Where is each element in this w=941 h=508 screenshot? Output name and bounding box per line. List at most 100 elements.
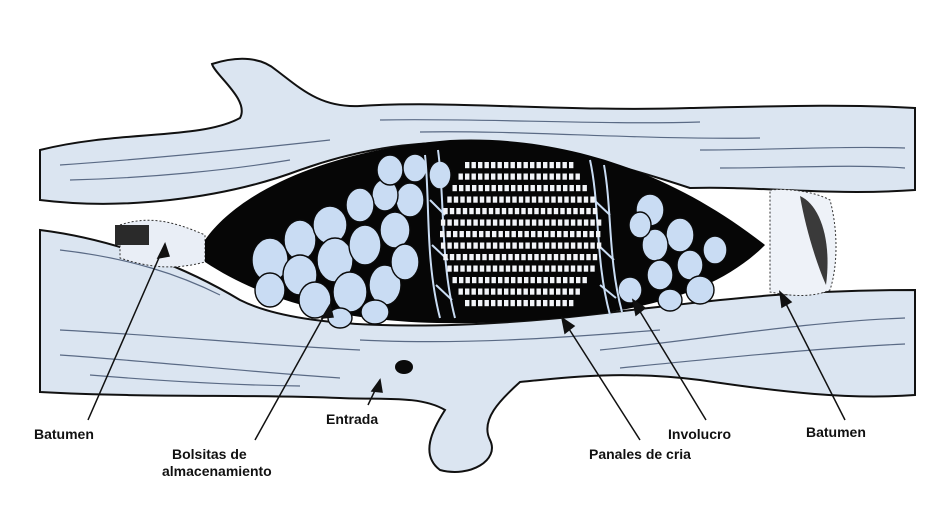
brood-cell bbox=[519, 266, 523, 272]
brood-cell bbox=[519, 197, 523, 203]
brood-cell bbox=[584, 220, 588, 226]
brood-cell bbox=[453, 277, 457, 283]
brood-cell bbox=[485, 277, 489, 283]
brood-cell bbox=[463, 208, 467, 214]
brood-cell bbox=[583, 277, 587, 283]
brood-cell bbox=[543, 289, 547, 295]
brood-cell bbox=[480, 197, 484, 203]
brood-cell bbox=[498, 185, 502, 191]
brood-cell bbox=[590, 197, 594, 203]
brood-cell bbox=[478, 162, 482, 168]
brood-cell bbox=[511, 289, 515, 295]
brood-cell bbox=[550, 300, 554, 306]
brood-cell bbox=[532, 220, 536, 226]
brood-cell bbox=[528, 208, 532, 214]
storage-pot bbox=[349, 225, 381, 265]
brood-cell bbox=[469, 208, 473, 214]
brood-cell bbox=[569, 162, 573, 168]
brood-cell bbox=[502, 254, 506, 260]
brood-cell bbox=[524, 300, 528, 306]
brood-cell bbox=[486, 243, 490, 249]
storage-pot bbox=[618, 277, 642, 303]
brood-cell bbox=[573, 208, 577, 214]
brood-cell bbox=[538, 220, 542, 226]
brood-cell bbox=[508, 254, 512, 260]
brood-cell bbox=[519, 220, 523, 226]
brood-cell bbox=[530, 174, 534, 180]
brood-cell bbox=[517, 300, 521, 306]
storage-pot bbox=[629, 212, 651, 238]
brood-cell bbox=[590, 231, 594, 237]
brood-cell bbox=[564, 266, 568, 272]
brood-cell bbox=[524, 174, 528, 180]
brood-cell bbox=[551, 266, 555, 272]
brood-cell bbox=[492, 277, 496, 283]
brood-cell bbox=[550, 185, 554, 191]
brood-cell bbox=[583, 185, 587, 191]
brood-cell bbox=[476, 254, 480, 260]
label-entrada: Entrada bbox=[326, 411, 378, 428]
brood-cell bbox=[463, 254, 467, 260]
brood-cell bbox=[486, 266, 490, 272]
brood-cell bbox=[563, 185, 567, 191]
brood-cell bbox=[459, 174, 463, 180]
brood-cell bbox=[498, 277, 502, 283]
brood-cell bbox=[491, 289, 495, 295]
brood-cell bbox=[554, 208, 558, 214]
brood-cell bbox=[597, 243, 601, 249]
storage-pot bbox=[361, 300, 389, 324]
brood-cell bbox=[454, 243, 458, 249]
brood-cell bbox=[577, 266, 581, 272]
brood-cell bbox=[544, 231, 548, 237]
brood-cell bbox=[537, 162, 541, 168]
storage-pot bbox=[377, 155, 403, 185]
brood-cell bbox=[563, 162, 567, 168]
brood-cell bbox=[517, 289, 521, 295]
brood-cell bbox=[580, 208, 584, 214]
brood-cell bbox=[537, 174, 541, 180]
brood-cell bbox=[518, 231, 522, 237]
brood-cell bbox=[530, 289, 534, 295]
brood-cell bbox=[550, 162, 554, 168]
brood-cell bbox=[472, 277, 476, 283]
brood-cell bbox=[545, 220, 549, 226]
brood-cell bbox=[571, 243, 575, 249]
brood-cell bbox=[492, 231, 496, 237]
brood-cell bbox=[472, 289, 476, 295]
brood-cell bbox=[492, 185, 496, 191]
brood-cell bbox=[465, 289, 469, 295]
brood-cell bbox=[515, 208, 519, 214]
brood-cell bbox=[450, 208, 454, 214]
brood-cell bbox=[504, 300, 508, 306]
brood-cell bbox=[460, 220, 464, 226]
brood-cell bbox=[495, 254, 499, 260]
brood-cell bbox=[545, 243, 549, 249]
storage-pot bbox=[403, 154, 427, 182]
brood-cell bbox=[482, 208, 486, 214]
brood-cell bbox=[472, 300, 476, 306]
brood-cell bbox=[577, 197, 581, 203]
label-bolsitas-line2: almacenamiento bbox=[162, 463, 272, 480]
brood-cell bbox=[443, 254, 447, 260]
brood-cell bbox=[518, 185, 522, 191]
brood-cell bbox=[491, 300, 495, 306]
brood-cell bbox=[447, 220, 451, 226]
brood-cell bbox=[543, 300, 547, 306]
brood-cell bbox=[505, 185, 509, 191]
storage-pot bbox=[703, 236, 727, 264]
storage-pot bbox=[647, 260, 673, 290]
brood-cell bbox=[467, 266, 471, 272]
brood-cell bbox=[460, 243, 464, 249]
brood-cell bbox=[576, 185, 580, 191]
brood-cell bbox=[511, 300, 515, 306]
brood-cell bbox=[554, 254, 558, 260]
brood-cell bbox=[570, 231, 574, 237]
brood-cell bbox=[558, 197, 562, 203]
brood-cell bbox=[551, 243, 555, 249]
brood-cell bbox=[597, 220, 601, 226]
brood-cell bbox=[466, 185, 470, 191]
brood-cell bbox=[569, 174, 573, 180]
brood-cell bbox=[537, 289, 541, 295]
brood-cell bbox=[459, 277, 463, 283]
